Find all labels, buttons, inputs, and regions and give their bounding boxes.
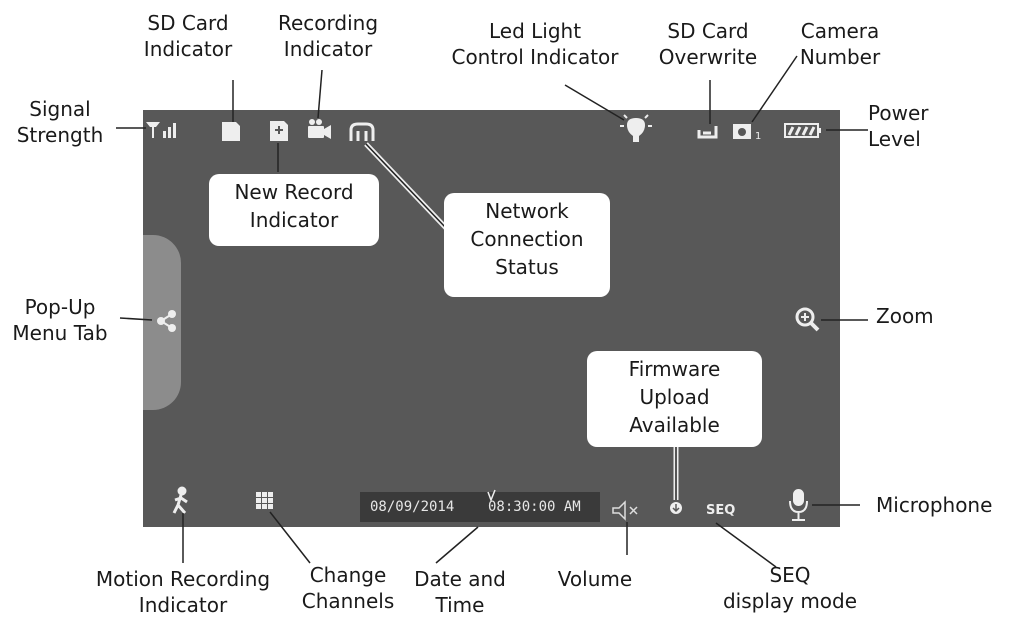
led-light-bulb-icon (620, 114, 652, 142)
time-text: 08:30:00 AM (488, 499, 581, 515)
microphone-icon[interactable] (789, 489, 808, 521)
camera-number-icon: 1 (733, 124, 761, 142)
firmware-upload-available-bubble: Firmware Upload Available (587, 351, 762, 447)
datetime-pointer (487, 489, 496, 503)
network-connection-status-bubble: Network Connection Status (444, 193, 610, 297)
firmware-upload-icon (670, 502, 682, 514)
camera-number-text: 1 (755, 131, 761, 142)
new-record-indicator-bubble: New Record Indicator (209, 174, 379, 246)
microphone-label: Microphone (876, 493, 993, 517)
zoom-label: Zoom (876, 304, 934, 328)
signal-strength-icon (146, 122, 176, 138)
new-record-icon (270, 121, 288, 141)
sd-overwrite-icon (697, 126, 718, 139)
battery-power-icon (784, 123, 821, 138)
date-time-display: 08/09/2014 08:30:00 AM (360, 492, 600, 522)
volume-label: Volume (557, 567, 633, 591)
zoom-icon[interactable] (795, 307, 820, 332)
date-text: 08/09/2014 (370, 499, 455, 515)
share-menu-icon (157, 310, 176, 332)
leader-lines (116, 55, 868, 568)
sd-card-icon (222, 122, 240, 141)
network-connection-icon (349, 122, 375, 141)
change-channels-grid-icon[interactable] (256, 492, 273, 509)
seq-text: SEQ (706, 503, 735, 518)
recording-camcorder-icon (308, 119, 331, 139)
volume-mute-icon[interactable] (612, 500, 638, 521)
motion-recording-icon (172, 486, 188, 514)
